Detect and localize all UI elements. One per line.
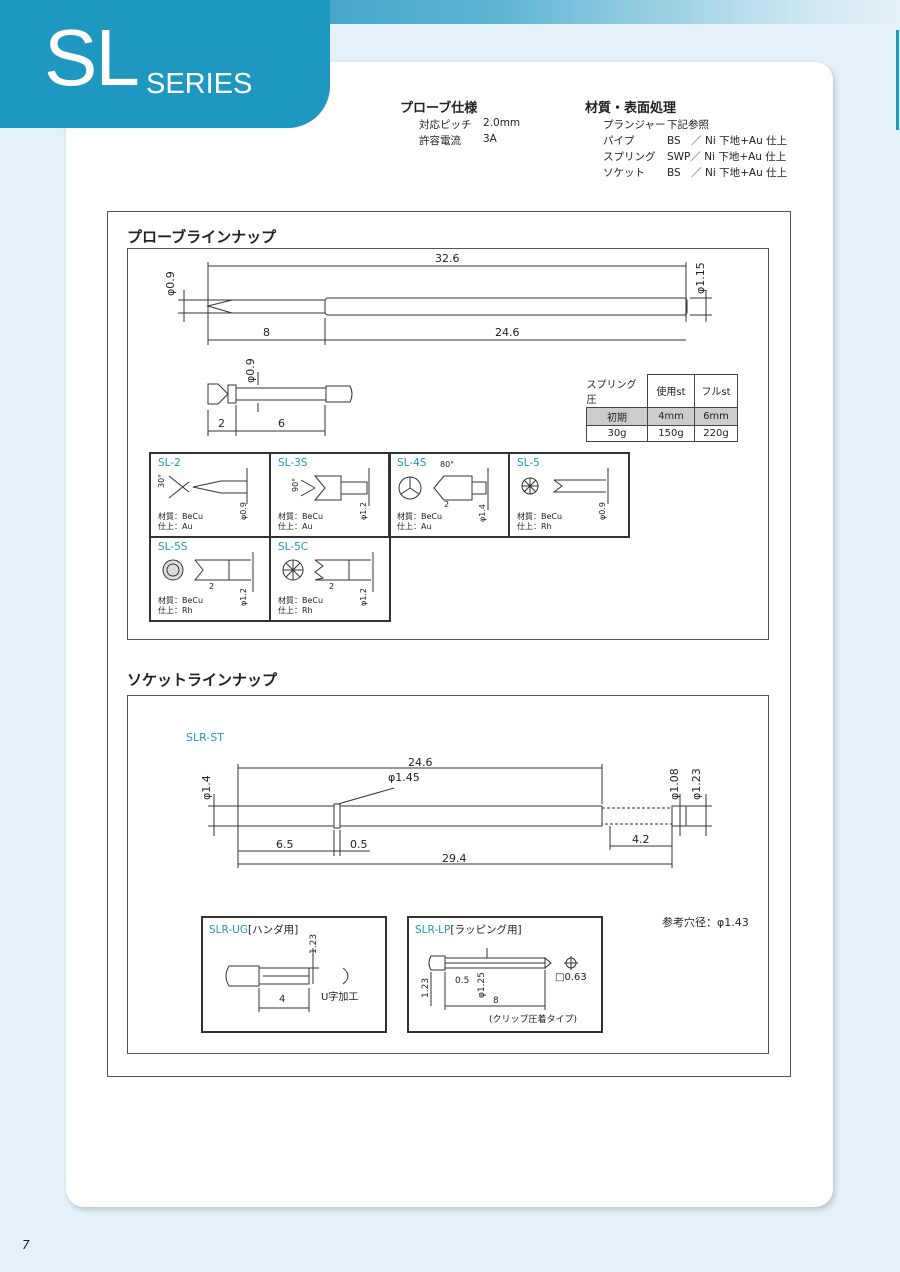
variant-name: SL-3S	[278, 457, 308, 469]
slr-lp-note: (クリップ圧着タイプ)	[489, 1015, 578, 1025]
slr-lp-box: SLR-LP[ラッピング用] 1.23 0.5 φ1.25 8 □0.63 (ク…	[407, 916, 603, 1033]
spring-table-header: 使用st	[647, 374, 695, 408]
variant-name: SL-5C	[278, 541, 309, 553]
spring-table-cell: 30g	[586, 424, 648, 442]
edge-accent	[896, 30, 899, 130]
variant-name: SL-5	[517, 457, 540, 469]
spring-table-cell: 4mm	[647, 406, 695, 426]
spring-table-cell: 220g	[694, 424, 738, 442]
series-sub: SERIES	[146, 68, 253, 100]
socket-lineup-box	[127, 695, 769, 1054]
socket-dim-b: 0.5	[350, 838, 368, 851]
socket-lineup-title: ソケットラインナップ	[127, 671, 278, 689]
probe-spec-title: プローブ仕様	[400, 101, 478, 116]
variant-len: 2	[329, 582, 335, 591]
slr-lp-dim-len: 8	[493, 996, 499, 1006]
spring-pressure-table: スプリング圧 使用st フルst 初期 4mm 6mm 30g 150g 220…	[586, 374, 738, 442]
dim-head-b: 6	[278, 417, 285, 430]
dim-total: 32.6	[435, 252, 460, 265]
socket-main-name: SLR-ST	[186, 731, 224, 744]
lineup-frame	[107, 211, 791, 1077]
variant-angle: 80°	[440, 460, 455, 469]
variant-name: SL-4S	[397, 457, 427, 469]
slr-ug-box: SLR-UG[ハンダ用] 1.23 4 U字加工	[201, 916, 387, 1033]
socket-dim-flange: φ1.45	[388, 771, 420, 784]
dim-barrel-len: 24.6	[495, 326, 520, 339]
slr-ug-dim-h: 4	[279, 994, 286, 1005]
slr-lp-dim-v: 1.23	[421, 977, 431, 998]
slr-ug-title: SLR-UG[ハンダ用]	[209, 924, 299, 936]
socket-dim-c: 4.2	[632, 833, 650, 846]
reference-hole: 参考穴径：φ1.43	[662, 916, 749, 929]
content-card	[66, 62, 833, 1207]
slr-lp-dim-a: 0.5	[455, 976, 470, 986]
socket-dim-total: 29.4	[442, 852, 467, 865]
socket-dim-len: 24.6	[408, 756, 433, 769]
material-spec-title: 材質・表面処理	[585, 101, 677, 116]
variant-name: SL-2	[158, 457, 181, 469]
spring-table-cell: 6mm	[694, 406, 738, 426]
series-main: SL	[44, 13, 140, 102]
socket-dim-body: φ1.4	[200, 775, 213, 800]
spring-table-header: フルst	[694, 374, 738, 408]
socket-dim-end2: φ1.23	[690, 768, 703, 800]
dim-head-a: 2	[218, 417, 225, 430]
spring-table-cell: 初期	[586, 406, 648, 426]
slr-ug-dim-v: 1.23	[309, 933, 319, 954]
variant-name: SL-5S	[158, 541, 188, 553]
slr-lp-square: □0.63	[555, 972, 587, 983]
slr-ug-note: U字加工	[321, 992, 359, 1003]
variant-len: 2	[444, 500, 450, 509]
socket-dim-end1: φ1.08	[668, 768, 681, 800]
series-badge: SL SERIES	[0, 0, 330, 128]
spring-table-header: スプリング圧	[586, 379, 637, 406]
socket-dim-a: 6.5	[276, 838, 294, 851]
dim-tip-len: 8	[263, 326, 270, 339]
probe-lineup-box	[127, 248, 769, 640]
slr-lp-dim-dia: φ1.25	[477, 972, 487, 998]
slr-lp-title: SLR-LP[ラッピング用]	[415, 924, 522, 936]
variant-len: 2	[209, 582, 215, 591]
page-number: 7	[22, 1238, 30, 1252]
probe-lineup-title: プローブラインナップ	[127, 228, 277, 246]
